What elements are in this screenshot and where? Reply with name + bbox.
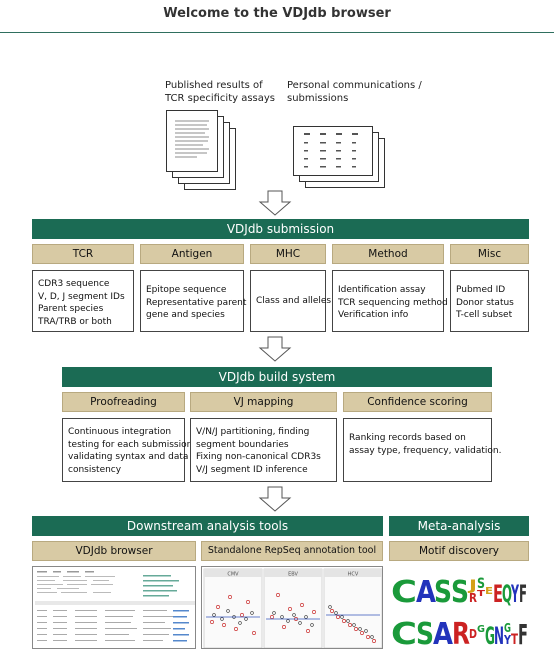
mhc-header: MHC — [250, 244, 326, 264]
svg-text:Q: Q — [502, 580, 512, 608]
mhc-details: Class and alleles — [250, 270, 331, 332]
svg-text:S: S — [477, 576, 485, 592]
motif-discovery-header: Motif discovery — [389, 541, 529, 561]
paper-doc-1 — [166, 110, 218, 172]
svg-text:S: S — [416, 617, 434, 649]
svg-text:G: G — [477, 624, 485, 635]
vj-mapping-header: VJ mapping — [190, 392, 337, 412]
annotation-tool-thumbnail: CMV EBV HCV — [201, 566, 383, 649]
svg-text:T: T — [511, 632, 518, 648]
panel-label-cmv: CMV — [227, 572, 239, 578]
motif-logo-thumbnail: C A S S J R S T E E Q Y F C S A R D G G … — [389, 566, 529, 649]
title-divider — [0, 32, 554, 33]
paper-text-lines — [175, 120, 209, 158]
tcr-header: TCR — [32, 244, 134, 264]
table-doc-grid — [304, 133, 358, 168]
misc-header: Misc — [450, 244, 529, 264]
svg-text:G: G — [485, 622, 495, 649]
method-header: Method — [332, 244, 444, 264]
svg-text:E: E — [485, 586, 493, 597]
down-arrow-icon — [258, 190, 292, 216]
svg-text:Y: Y — [511, 580, 520, 608]
page-title: Welcome to the VDJdb browser — [163, 6, 391, 21]
sequence-logo: C A S S J R S T E E Q Y F C S A R D G G … — [391, 575, 528, 649]
svg-text:R: R — [469, 591, 477, 605]
build-banner: VDJdb build system — [62, 367, 492, 387]
antigen-header: Antigen — [140, 244, 244, 264]
down-arrow-icon — [258, 486, 292, 512]
meta-analysis-banner: Meta-analysis — [389, 516, 529, 536]
annotation-tool-header: Standalone RepSeq annotation tool — [201, 541, 383, 561]
svg-text:S: S — [451, 575, 469, 610]
down-arrow-icon — [258, 336, 292, 362]
scatter-panels: CMV EBV HCV — [203, 568, 382, 648]
svg-text:A: A — [433, 617, 454, 649]
panel-label-hcv: HCV — [348, 572, 359, 578]
vdjdb-browser-thumbnail — [32, 566, 196, 649]
downstream-banner: Downstream analysis tools — [32, 516, 383, 536]
svg-text:T: T — [477, 589, 486, 598]
svg-text:J: J — [467, 578, 477, 594]
confidence-scoring-header: Confidence scoring — [343, 392, 492, 412]
proofreading-header: Proofreading — [62, 392, 185, 412]
svg-text:Y: Y — [503, 633, 511, 647]
svg-text:G: G — [504, 621, 511, 635]
svg-text:F: F — [519, 580, 527, 608]
svg-text:S: S — [434, 575, 452, 610]
submission-banner: VDJdb submission — [32, 219, 529, 239]
panel-label-ebv: EBV — [288, 572, 298, 578]
personal-communications-label: Personal communications / submissions — [287, 80, 422, 104]
svg-text:C: C — [391, 575, 417, 610]
svg-text:C: C — [391, 617, 417, 649]
browser-table-preview — [35, 571, 195, 642]
svg-text:F: F — [518, 618, 528, 649]
published-results-label: Published results of TCR specificity ass… — [165, 80, 276, 104]
svg-text:E: E — [493, 580, 503, 608]
table-doc-1 — [293, 126, 373, 176]
svg-text:R: R — [452, 617, 470, 649]
vdjdb-browser-header: VDJdb browser — [32, 541, 196, 561]
svg-text:D: D — [469, 627, 477, 641]
svg-text:A: A — [416, 575, 437, 610]
svg-text:N: N — [494, 622, 504, 649]
